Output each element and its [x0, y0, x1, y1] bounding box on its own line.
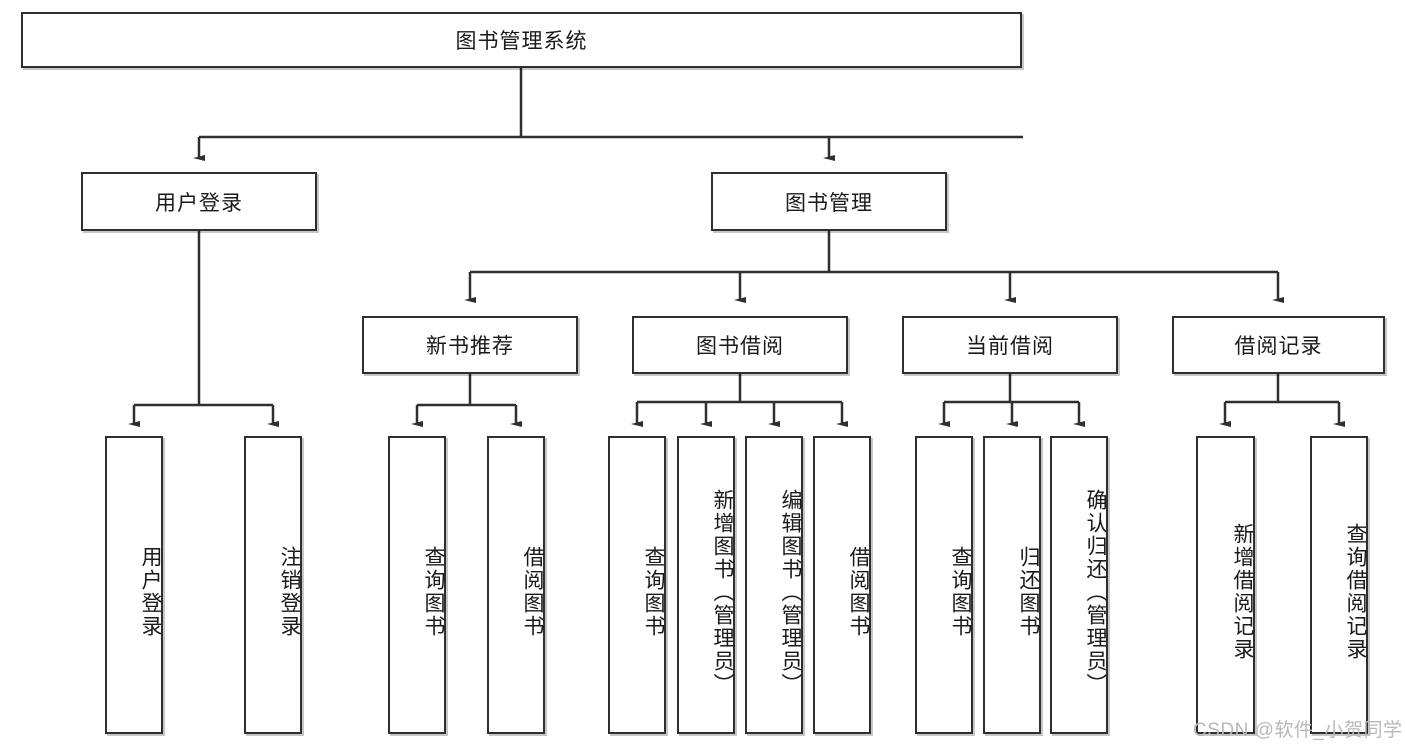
- node-label: 借阅图书: [521, 546, 544, 638]
- leaf-return-book[interactable]: 归还图书: [983, 436, 1041, 734]
- leaf-query-book-borrow[interactable]: 查询图书: [608, 436, 666, 734]
- leaf-confirm-return-admin[interactable]: 确认归还（管理员）: [1050, 436, 1108, 734]
- node-label: 查询图书: [949, 546, 972, 638]
- node-book-borrow[interactable]: 图书借阅: [632, 316, 848, 374]
- node-user-login[interactable]: 用户登录: [81, 172, 317, 231]
- leaf-add-book-admin[interactable]: 新增图书（管理员）: [677, 436, 735, 734]
- node-label: 当前借阅: [966, 335, 1054, 358]
- node-label: 注销登录: [278, 546, 301, 638]
- leaf-borrow-book-recommend[interactable]: 借阅图书: [487, 436, 545, 734]
- node-label: 查询借阅记录: [1344, 523, 1367, 661]
- leaf-query-book-current[interactable]: 查询图书: [915, 436, 973, 734]
- node-current-borrow[interactable]: 当前借阅: [902, 316, 1118, 374]
- node-label: 查询图书: [642, 546, 665, 638]
- node-label: 图书管理: [785, 191, 873, 215]
- node-borrow-record[interactable]: 借阅记录: [1172, 316, 1385, 374]
- node-label: 新增借阅记录: [1231, 523, 1254, 661]
- node-label: 用户登录: [155, 191, 243, 215]
- node-label: 查询图书: [422, 546, 445, 638]
- node-new-book-recommend[interactable]: 新书推荐: [362, 316, 578, 374]
- leaf-add-borrow-record[interactable]: 新增借阅记录: [1196, 436, 1255, 734]
- node-book-management[interactable]: 图书管理: [711, 172, 947, 231]
- leaf-borrow-book[interactable]: 借阅图书: [813, 436, 871, 734]
- node-label: 图书管理系统: [455, 30, 588, 53]
- leaf-user-login[interactable]: 用户登录: [105, 436, 163, 734]
- node-label: 新增图书（管理员）: [711, 488, 734, 696]
- leaf-query-book-recommend[interactable]: 查询图书: [388, 436, 446, 734]
- leaf-logout[interactable]: 注销登录: [244, 436, 302, 734]
- node-label: 借阅图书: [847, 546, 870, 638]
- leaf-edit-book-admin[interactable]: 编辑图书（管理员）: [745, 436, 803, 734]
- watermark: CSDN @软件_小贺同学: [1193, 720, 1403, 741]
- node-label: 新书推荐: [426, 335, 514, 358]
- node-label: 图书借阅: [696, 335, 784, 358]
- node-label: 编辑图书（管理员）: [779, 488, 802, 696]
- node-label: 确认归还（管理员）: [1084, 488, 1107, 696]
- node-label: 归还图书: [1017, 546, 1040, 638]
- leaf-query-borrow-record[interactable]: 查询借阅记录: [1310, 436, 1368, 734]
- node-label: 用户登录: [139, 546, 162, 638]
- node-label: 借阅记录: [1234, 335, 1323, 358]
- node-root[interactable]: 图书管理系统: [21, 12, 1022, 68]
